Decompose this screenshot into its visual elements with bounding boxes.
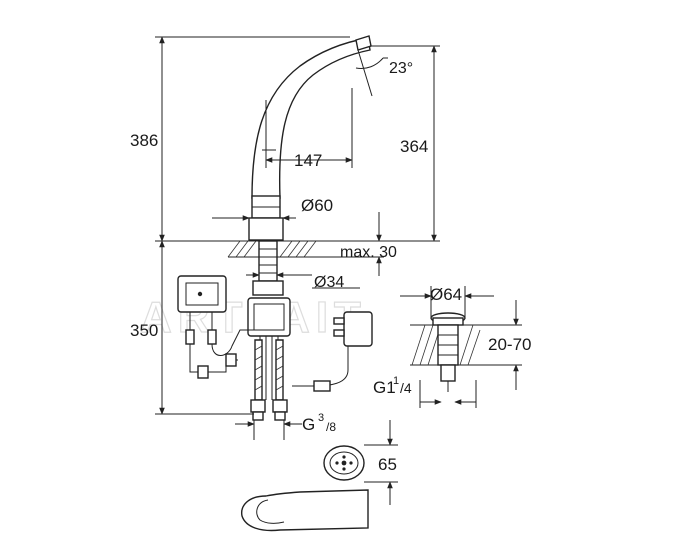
dim-386-label: 386: [130, 131, 158, 150]
deck-plate: [155, 240, 330, 258]
dim-waste-thread-label: G1 1 /4: [373, 375, 412, 397]
faucet-body: [248, 35, 372, 241]
svg-text:/8: /8: [326, 420, 336, 434]
dim-147-label: 147: [294, 151, 322, 170]
waste-valve: [410, 312, 481, 392]
sensor-window: [323, 445, 365, 481]
dim-waste-range-label: 20-70: [488, 335, 531, 354]
flexible-hoses: [250, 339, 288, 421]
power-adapter: [292, 311, 373, 392]
dim-base-diameter-label: Ø60: [301, 196, 333, 215]
svg-text:/4: /4: [400, 380, 412, 396]
mounting-shank: [252, 240, 284, 296]
svg-text:G1: G1: [373, 378, 396, 397]
dim-350-label: 350: [130, 321, 158, 340]
dim-hose-thread-label: G 3 /8: [302, 412, 336, 434]
dim-364-label: 364: [400, 137, 428, 156]
dim-deck-thickness-label: max. 30: [340, 244, 397, 261]
base-collar: [248, 217, 284, 241]
spout-top-view: [241, 489, 369, 532]
dim-hole-diameter-label: Ø34: [314, 274, 344, 291]
dim-waste-diameter-label: Ø64: [430, 285, 462, 304]
svg-text:1: 1: [393, 375, 399, 387]
dimension-lines: [155, 36, 522, 505]
svg-text:G: G: [302, 415, 315, 434]
dim-angle-label: 23°: [389, 60, 413, 77]
dim-sensor-label: 65: [378, 455, 397, 474]
fixing-nut: [252, 280, 284, 296]
svg-text:3: 3: [318, 412, 324, 424]
control-box: [177, 275, 254, 379]
